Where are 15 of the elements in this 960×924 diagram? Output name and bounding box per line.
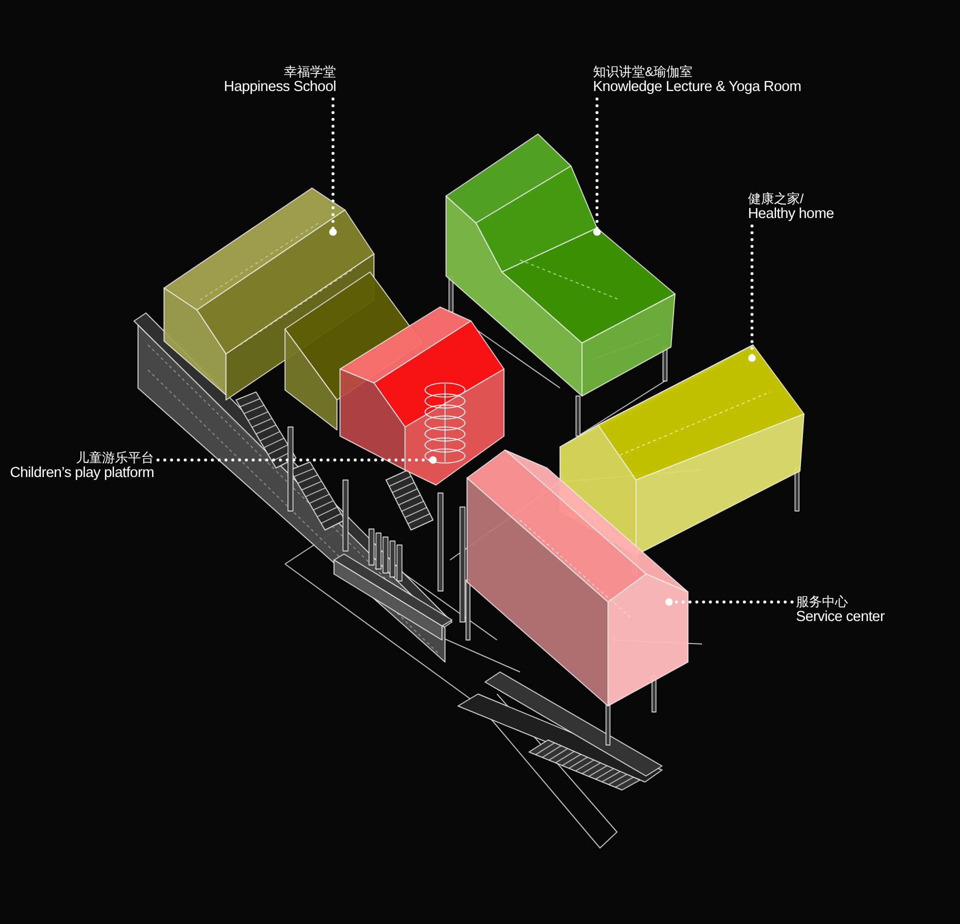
room-label: 健康之家/ [748, 192, 805, 206]
room-label: 儿童游乐平台 [75, 451, 154, 465]
leader-line [329, 98, 337, 236]
leader-line [748, 224, 756, 362]
room-label: Knowledge Lecture & Yoga Room [593, 79, 802, 95]
leader-line [665, 598, 794, 606]
room-label: Healthy home [748, 206, 834, 222]
room-label: Service center [796, 609, 884, 625]
leader-line [593, 98, 601, 236]
room-label: 知识讲堂&瑜伽室 [593, 65, 694, 79]
room-label: 服务中心 [796, 595, 849, 609]
room-label: 幸福学堂 [283, 65, 336, 79]
room-label: Children’s play platform [10, 465, 154, 481]
leader-line [156, 456, 437, 464]
room-label: Happiness School [224, 79, 336, 95]
